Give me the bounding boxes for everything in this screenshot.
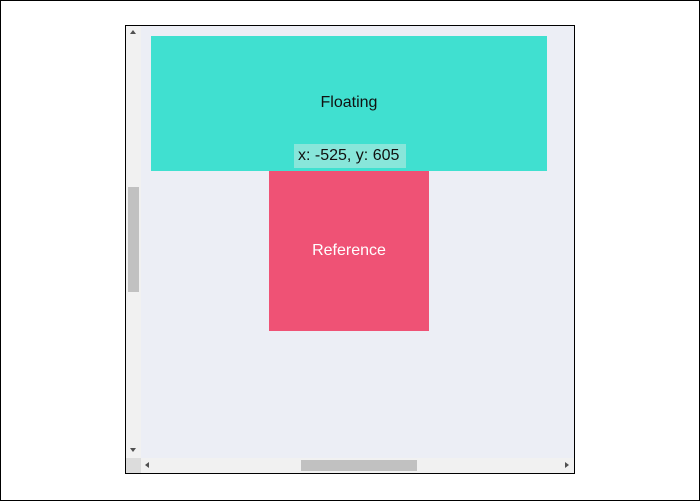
vertical-scroll-thumb[interactable] xyxy=(128,187,139,292)
reference-box: Reference xyxy=(269,171,429,331)
scrollbar-corner xyxy=(126,458,141,473)
vertical-scrollbar[interactable] xyxy=(126,26,141,458)
arrow-left-icon[interactable] xyxy=(145,462,149,468)
scroll-container[interactable]: Floating x: -525, y: 605 Reference xyxy=(125,25,575,474)
floating-box: Floating x: -525, y: 605 xyxy=(151,36,547,171)
horizontal-scroll-thumb[interactable] xyxy=(301,460,417,471)
horizontal-scrollbar[interactable] xyxy=(141,458,574,473)
floating-label: Floating xyxy=(320,94,378,111)
reference-label: Reference xyxy=(312,242,386,259)
coords-label: x: -525, y: 605 xyxy=(294,144,406,168)
arrow-up-icon[interactable] xyxy=(130,30,136,34)
arrow-down-icon[interactable] xyxy=(130,448,136,452)
arrow-right-icon[interactable] xyxy=(565,462,569,468)
